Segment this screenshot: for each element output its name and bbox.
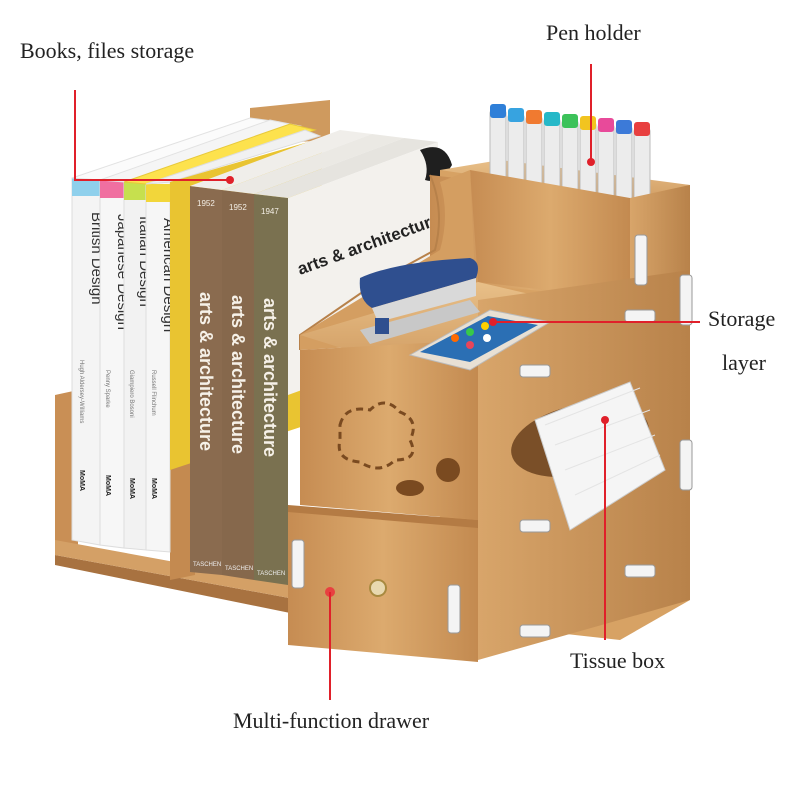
cutout-pattern bbox=[337, 401, 415, 470]
stapler bbox=[359, 258, 480, 344]
callout-storage: Storage bbox=[708, 306, 776, 331]
callout-lines bbox=[74, 64, 700, 700]
spine-title: arts & architecture bbox=[228, 295, 248, 454]
spine-author: Russell Flinchum bbox=[150, 370, 156, 416]
spine-author: Hugh Aldersey-Williams bbox=[78, 360, 84, 423]
spine-publisher: TASCHEN bbox=[225, 566, 253, 572]
callout-drawer: Multi-function drawer bbox=[233, 708, 430, 733]
callout-storage-layer: layer bbox=[722, 350, 766, 375]
spine-title: arts & architecture bbox=[260, 298, 280, 457]
spine-year: 1952 bbox=[197, 199, 215, 208]
spine-year: 1947 bbox=[261, 207, 279, 216]
spine-publisher: MoMA bbox=[128, 478, 135, 499]
book-taschen-1: 1952 arts & architecture TASCHEN bbox=[193, 199, 221, 568]
spine-publisher: TASCHEN bbox=[193, 562, 221, 568]
spine-publisher: MoMA bbox=[104, 475, 111, 496]
spine-author: Giampiero Bosoni bbox=[128, 370, 134, 418]
callout-books: Books, files storage bbox=[20, 38, 195, 63]
spine-publisher: MoMA bbox=[150, 478, 157, 499]
callout-line-books bbox=[74, 90, 230, 181]
callout-tissue-box: Tissue box bbox=[570, 648, 666, 673]
spine-publisher: MoMA bbox=[78, 470, 85, 491]
book-taschen-3: 1947 arts & architecture TASCHEN bbox=[257, 207, 285, 577]
drawer-knob-icon bbox=[369, 579, 387, 597]
spine-author: Penny Sparke bbox=[104, 370, 110, 408]
spine-title: arts & architecture bbox=[196, 292, 216, 451]
book-japanese-design: Japanese Design Penny Sparke MoMA bbox=[99, 179, 131, 549]
book-taschen-2: 1952 arts & architecture TASCHEN bbox=[225, 203, 253, 572]
spine-year: 1952 bbox=[229, 203, 247, 212]
callout-pen-holder: Pen holder bbox=[546, 20, 641, 45]
markers bbox=[489, 104, 651, 204]
spine-publisher: TASCHEN bbox=[257, 571, 285, 577]
